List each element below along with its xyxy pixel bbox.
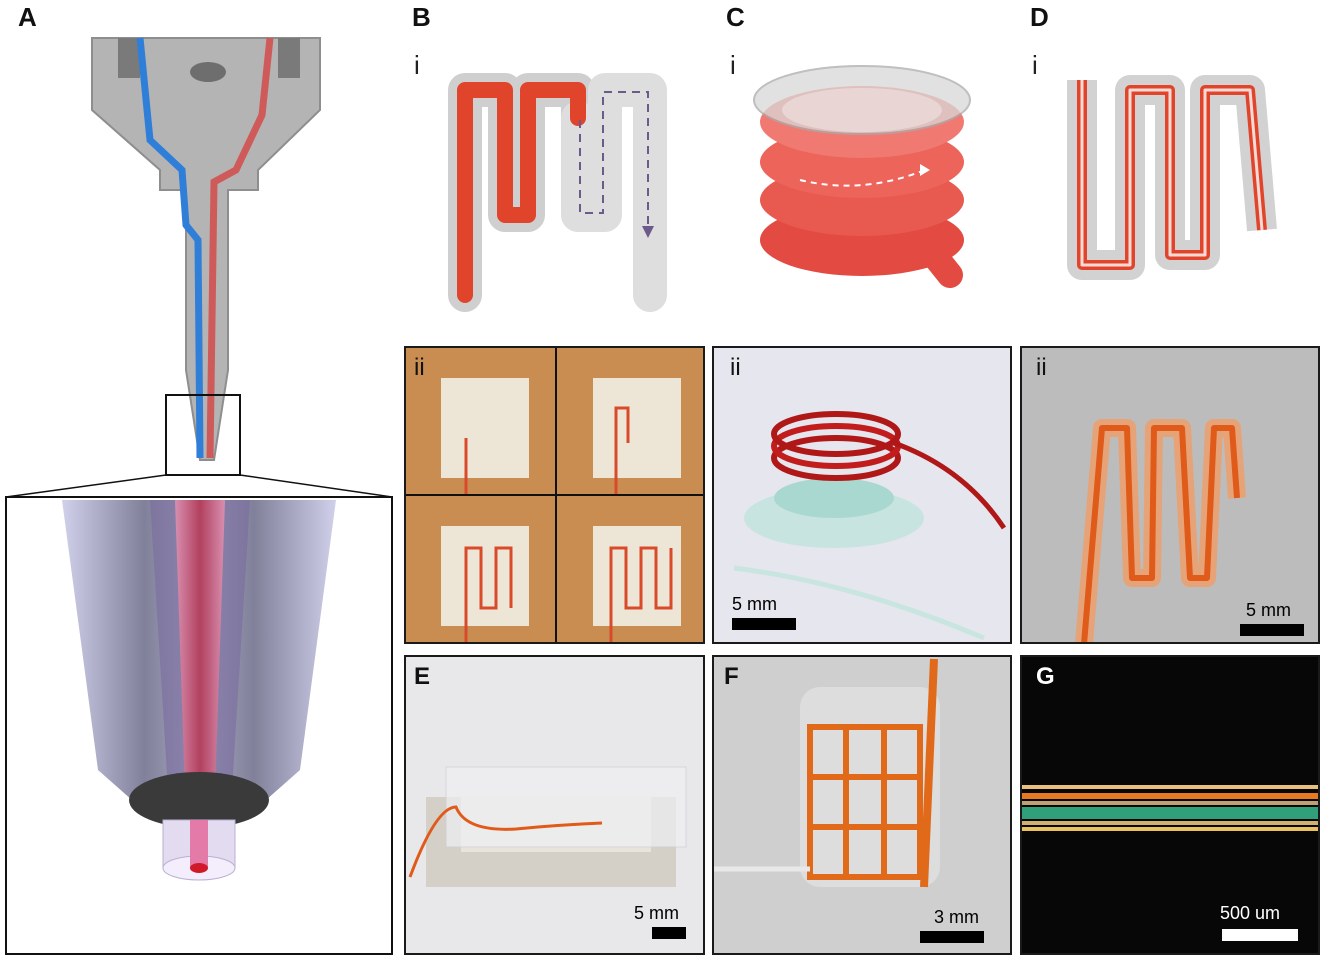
panel-e-scale-text: 5 mm	[634, 903, 679, 923]
panel-d-ii-scale-text: 5 mm	[1246, 600, 1291, 620]
panel-b-ii-photo: ii	[404, 346, 705, 644]
panel-f-scale-text: 3 mm	[934, 907, 979, 927]
panel-c-label: C	[726, 2, 745, 32]
panel-g-scale-text: 500 um	[1220, 903, 1281, 923]
panel-b-i-label: i	[414, 50, 420, 80]
panel-g-label: G	[1036, 663, 1055, 690]
panel-g-scale-bar	[1222, 929, 1298, 941]
panel-e-label: E	[414, 663, 431, 690]
panel-f-scale-bar	[920, 931, 984, 943]
panel-e-scale-bar	[652, 927, 686, 939]
panel-c-i-label: i	[730, 50, 736, 80]
panel-d-ii-photo: ii 5 mm	[1020, 346, 1320, 644]
panel-g-photo-content	[1022, 785, 1318, 831]
panel-g-photo: G 500 um	[1020, 655, 1320, 955]
panel-f-photo-content	[714, 658, 940, 888]
panel-d-ii-scale-bar	[1240, 624, 1304, 636]
panel-c-ii-label: ii	[730, 354, 741, 381]
panel-e-photo: E 5 mm	[404, 655, 705, 955]
panel-a-label: A	[18, 2, 37, 32]
panel-c-ii-photo: ii 5 mm	[712, 346, 1012, 644]
panel-d-i-label: i	[1032, 50, 1038, 80]
panel-d-ii-photo-content	[1075, 419, 1246, 642]
panel-b-label: B	[412, 2, 431, 32]
panel-d-label: D	[1030, 2, 1049, 32]
panel-e-photo-content	[408, 766, 687, 887]
panel-b-ii-photo-frames	[406, 348, 703, 642]
panel-c-ii-scale-text: 5 mm	[732, 594, 777, 614]
panel-f-label: F	[724, 663, 739, 690]
panel-f-photo: F 3 mm	[712, 655, 1012, 955]
panel-c-ii-scale-bar	[732, 618, 796, 630]
panel-c-ii-photo-content	[733, 411, 1007, 641]
panel-d-ii-label: ii	[1036, 354, 1047, 381]
panel-b-ii-label: ii	[414, 354, 425, 381]
